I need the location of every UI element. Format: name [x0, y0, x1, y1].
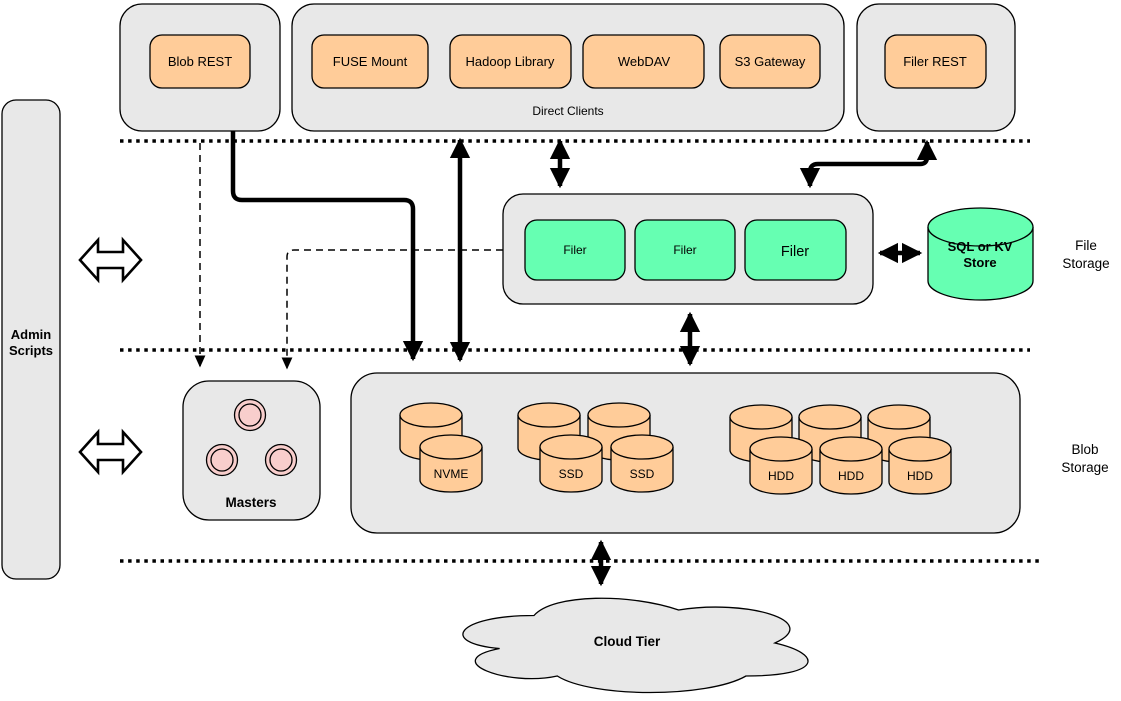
nvme-front-cylinder-top: [419, 434, 483, 460]
ssd-back-cylinder-1-top: [517, 402, 581, 428]
hdd-front-cylinder-3-top: [888, 436, 952, 462]
dashed-arrow-filer-to-masters: [281, 249, 503, 370]
masters-group: Masters: [182, 380, 321, 521]
nvme-back-cylinder-top: [399, 402, 463, 428]
admin-blob-storage-double-arrow-icon: [78, 428, 143, 476]
filer-node-1: [524, 219, 626, 281]
fuse-mount-label: FUSE Mount: [333, 54, 408, 69]
arrow-blob-rest-to-blob-storage: [230, 131, 424, 362]
direct-clients-label: Direct Clients: [532, 104, 603, 118]
hdd-label-1: HDD: [768, 469, 794, 483]
cloud-tier-label: Cloud Tier: [594, 634, 661, 649]
file-storage-layer-label-line1: File: [1075, 238, 1097, 253]
masters-label: Masters: [225, 495, 276, 510]
hdd-back-cylinder-1-top: [729, 404, 793, 430]
hdd-front-cylinder-1: [749, 449, 813, 495]
sql-kv-store-label-line2: Store: [963, 255, 996, 270]
blob-rest-node: [149, 34, 251, 89]
filer-rest-label: Filer REST: [903, 54, 967, 69]
hdd-front-cylinder-2: [819, 449, 883, 495]
nvme-volume-group: NVME: [399, 402, 483, 493]
masters-container: [182, 380, 321, 521]
cylinder-body: [927, 227, 1034, 301]
hadoop-library-node: [449, 34, 572, 89]
cloud-tier-group: Cloud Tier: [462, 597, 809, 694]
sql-kv-store-cylinder: SQL or KV Store: [927, 207, 1034, 301]
nvme-front-cylinder: [419, 447, 483, 493]
admin-scripts-label-line1: Admin: [11, 327, 52, 342]
cylinder-top: [927, 207, 1034, 247]
hdd-front-cylinder-1-top: [749, 436, 813, 462]
admin-file-storage-double-arrow-icon: [78, 236, 143, 284]
master-node-1-inner: [238, 403, 262, 427]
webdav-label: WebDAV: [618, 54, 671, 69]
hdd-back-cylinder-2-top: [798, 404, 862, 430]
hdd-label-3: HDD: [907, 469, 933, 483]
hdd-volume-group: HDD HDD HDD: [729, 404, 952, 495]
ssd-back-cylinder-2-top: [587, 402, 651, 428]
filer-rest-node: [884, 34, 987, 89]
hdd-front-cylinder-2-top: [819, 436, 883, 462]
s3-gateway-label: S3 Gateway: [735, 54, 806, 69]
nvme-label: NVME: [434, 467, 469, 481]
ssd-label-1: SSD: [559, 467, 584, 481]
ssd-front-cylinder-2: [610, 447, 674, 493]
filer-cluster-group: Filer Filer Filer: [502, 193, 874, 305]
cloud-tier-shape: [462, 597, 809, 694]
ssd-front-cylinder-1: [539, 447, 603, 493]
direct-clients-group: FUSE Mount Hadoop Library WebDAV S3 Gate…: [291, 3, 845, 132]
volume-servers-group: NVME SSD SSD HDD H: [350, 372, 1021, 534]
admin-scripts-label-line2: Scripts: [9, 343, 53, 358]
blob-storage-layer-label-line2: Storage: [1061, 460, 1108, 475]
blob-rest-group: Blob REST: [119, 3, 281, 132]
filer-label-2: Filer: [673, 243, 696, 257]
filer-label-3: Filer: [781, 244, 809, 260]
ssd-label-2: SSD: [630, 467, 655, 481]
master-node-2-inner: [210, 448, 234, 472]
fuse-mount-node: [311, 34, 429, 89]
admin-scripts-shape: [1, 99, 61, 580]
hadoop-library-label: Hadoop Library: [466, 54, 555, 69]
ssd-front-cylinder-2-top: [610, 434, 674, 460]
ssd-volume-group: SSD SSD: [517, 402, 674, 493]
filer-node-2: [634, 219, 736, 281]
file-storage-layer-label-line2: Storage: [1062, 256, 1109, 271]
filer-label-1: Filer: [563, 243, 586, 257]
arrow-filer-rest-filer: [799, 139, 938, 189]
blob-rest-label: Blob REST: [168, 54, 232, 69]
sql-kv-store-label-line1: SQL or KV: [948, 239, 1013, 254]
filer-rest-group: Filer REST: [856, 3, 1016, 132]
filer-node-3: [744, 219, 847, 281]
hdd-label-2: HDD: [838, 469, 864, 483]
master-node-3-inner: [269, 448, 293, 472]
blob-storage-layer-label-line1: Blob: [1071, 442, 1098, 457]
admin-scripts-bar: Admin Scripts: [1, 99, 61, 580]
webdav-node: [582, 34, 705, 89]
hdd-front-cylinder-3: [888, 449, 952, 495]
ssd-front-cylinder-1-top: [539, 434, 603, 460]
s3-gateway-node: [719, 34, 821, 89]
hdd-back-cylinder-3-top: [867, 404, 931, 430]
